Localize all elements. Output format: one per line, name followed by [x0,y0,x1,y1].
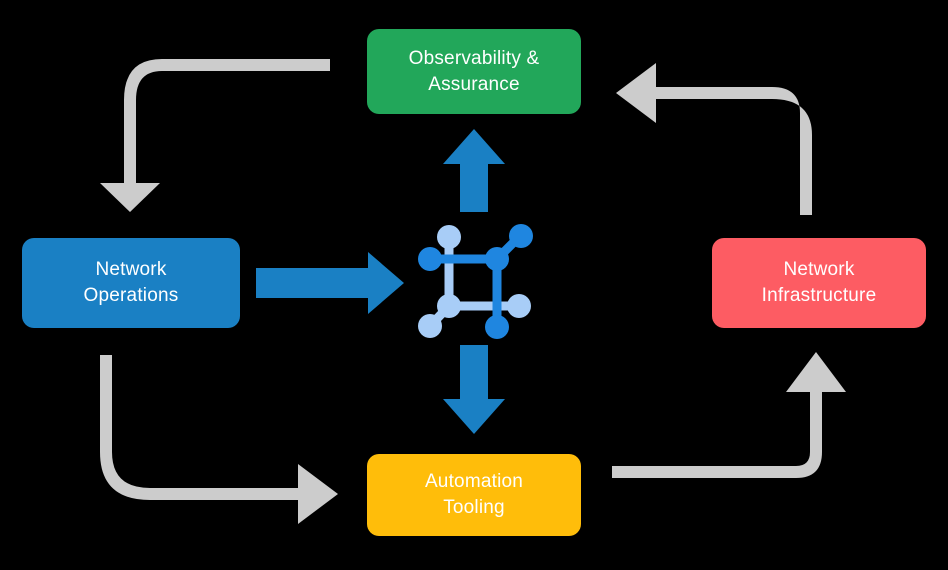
connector-infrastructure-to-observability [616,63,812,215]
node-operations-label: Network Operations [83,259,179,306]
connector-center-to-observability [443,129,505,212]
connector-automation-to-infrastructure [612,352,846,478]
connector-observability-to-operations [100,59,330,212]
connector-operations-to-automation [100,355,338,524]
node-infrastructure-label: Network Infrastructure [761,259,877,306]
node-network-operations[interactable]: Network Operations [22,238,240,328]
node-observability-assurance[interactable]: Observability & Assurance [367,29,581,114]
node-observability-label: Observability & Assurance [408,47,540,95]
network-topology-icon [418,224,533,339]
connector-center-to-automation [443,345,505,434]
node-automation-tooling[interactable]: Automation Tooling [367,454,581,536]
connector-operations-to-center [256,252,404,314]
network-icon-nodes-secondary [418,225,531,338]
node-automation-label: Automation Tooling [424,471,524,518]
network-icon-nodes-primary [418,224,533,339]
node-network-infrastructure[interactable]: Network Infrastructure [712,238,926,328]
